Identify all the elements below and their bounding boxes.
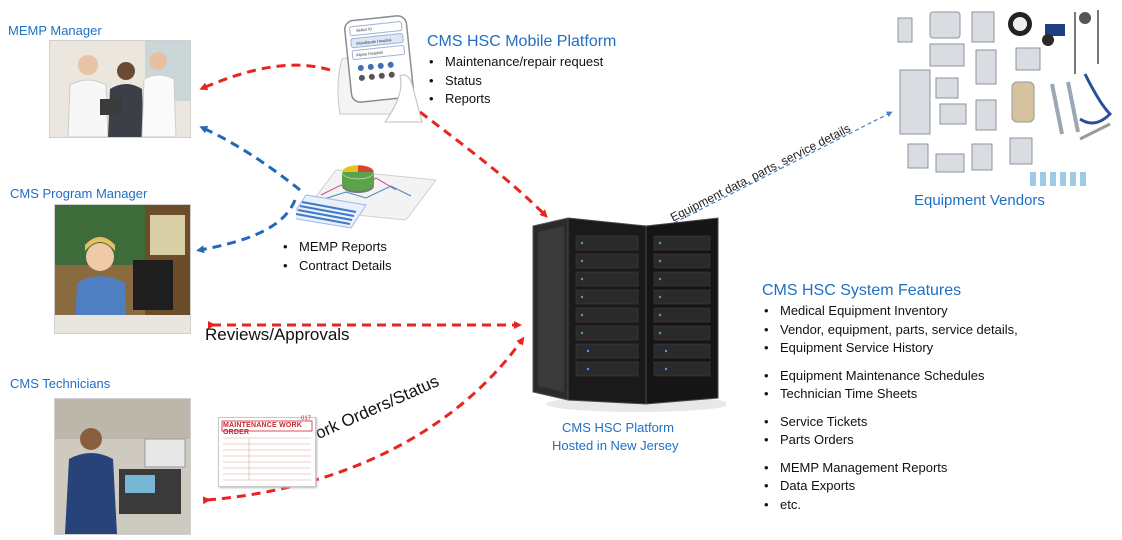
mobile-platform-list: Maintenance/repair request Status Report… [427, 53, 603, 109]
platform-label-line1: CMS HSC Platform [562, 420, 674, 435]
role-label-memp-manager: MEMP Manager [8, 23, 102, 38]
feature-item: etc. [762, 496, 1018, 515]
technicians-photo [54, 398, 191, 535]
feature-item: Data Exports [762, 477, 1018, 496]
reports-list: MEMP Reports Contract Details [281, 238, 391, 275]
feature-spacer [762, 404, 1018, 413]
reports-illustration [290, 150, 446, 230]
mobile-item: Reports [427, 90, 603, 109]
mobile-item: Status [427, 72, 603, 91]
feature-item: Service Tickets [762, 413, 1018, 432]
mobile-item: Maintenance/repair request [427, 53, 603, 72]
feature-item: MEMP Management Reports [762, 459, 1018, 478]
feature-item: Parts Orders [762, 431, 1018, 450]
arrow-mobile-to-memp [199, 63, 331, 91]
work-order-form-number: 017 [300, 416, 311, 422]
feature-spacer [762, 358, 1018, 367]
work-order-form: MAINTENANCE WORK ORDER 017 [218, 416, 316, 487]
reports-item: Contract Details [281, 257, 391, 276]
medical-equipment-collage [880, 4, 1120, 190]
feature-item: Equipment Service History [762, 339, 1018, 358]
arrow-work-orders [202, 336, 525, 505]
server-rack-illustration [528, 208, 730, 412]
reviews-approvals-label: Reviews/Approvals [205, 325, 350, 344]
arrow-reports-to-program [196, 199, 297, 254]
feature-item: Equipment Maintenance Schedules [762, 367, 1018, 386]
features-title: CMS HSC System Features [762, 282, 962, 299]
mobile-platform-title: CMS HSC Mobile Platform [427, 33, 617, 50]
work-order-form-header: MAINTENANCE WORK ORDER [223, 422, 303, 436]
feature-item: Vendor, equipment, parts, service detail… [762, 321, 1018, 340]
arrow-mobile-to-platform [419, 110, 548, 218]
arrow-reports-to-memp [199, 126, 301, 192]
role-label-program-manager: CMS Program Manager [10, 186, 148, 201]
memp-manager-photo [49, 40, 191, 138]
equipment-vendors-label: Equipment Vendors [914, 192, 1045, 209]
program-manager-photo [54, 204, 191, 334]
role-label-technicians: CMS Technicians [10, 376, 111, 391]
platform-label-line2: Hosted in New Jersey [552, 438, 679, 453]
mobile-phone-illustration: Select ID Woodlands Hospital Alpine Hosp… [330, 14, 425, 124]
feature-item: Technician Time Sheets [762, 385, 1018, 404]
reports-item: MEMP Reports [281, 238, 391, 257]
features-list: Medical Equipment Inventory Vendor, equi… [762, 302, 1018, 514]
feature-spacer [762, 450, 1018, 459]
feature-item: Medical Equipment Inventory [762, 302, 1018, 321]
